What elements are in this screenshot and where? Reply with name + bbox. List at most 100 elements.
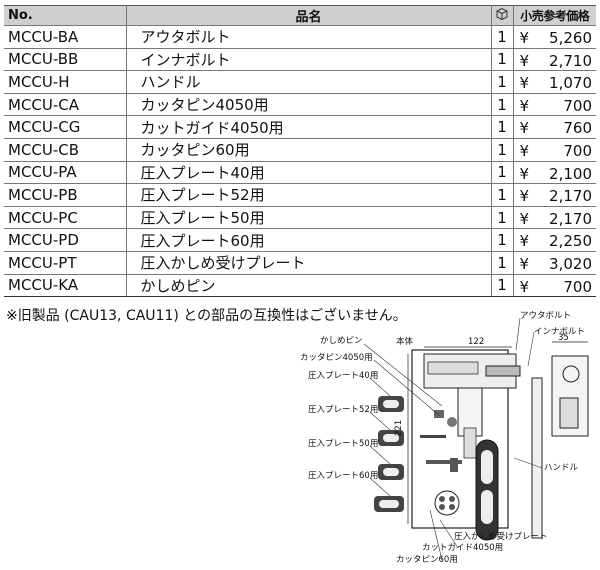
part-code: MCCU-KA: [4, 274, 127, 298]
press-plates: [374, 396, 404, 512]
currency-symbol: ¥: [519, 254, 530, 273]
part-qty: 1: [490, 48, 514, 72]
part-price: ¥700: [512, 274, 596, 298]
price-amount: 3,020: [549, 254, 592, 273]
price-amount: 2,170: [549, 209, 592, 228]
part-qty: 1: [490, 161, 514, 185]
price-amount: 2,170: [549, 187, 592, 206]
part-code: MCCU-PT: [4, 251, 127, 275]
header-price: 小売参考価格: [512, 5, 596, 26]
part-code: MCCU-PA: [4, 161, 127, 185]
dimension-lines: [407, 341, 588, 524]
part-name: ハンドル: [125, 70, 492, 94]
part-price: ¥2,170: [512, 206, 596, 230]
part-name: 圧入プレート60用: [125, 228, 492, 252]
price-amount: 1,070: [549, 74, 592, 93]
box-icon: [496, 7, 508, 21]
part-qty: 1: [490, 115, 514, 139]
label-cutter-pin-4050: カッタピン4050用: [300, 353, 373, 363]
price-amount: 700: [563, 277, 592, 296]
part-price: ¥2,710: [512, 48, 596, 72]
currency-symbol: ¥: [519, 187, 530, 206]
label-receive-plate: 圧入かしめ受けプレート: [454, 531, 548, 542]
part-qty: 1: [490, 228, 514, 252]
price-amount: 700: [563, 141, 592, 160]
part-name: カッタピン60用: [125, 138, 492, 162]
label-outer-bolt: アウタボルト: [520, 311, 571, 321]
label-width: 122: [468, 337, 484, 347]
part-code: MCCU-PB: [4, 183, 127, 207]
part-name: 圧入かしめ受けプレート: [125, 251, 492, 275]
currency-symbol: ¥: [519, 119, 530, 138]
part-code: MCCU-CA: [4, 93, 127, 117]
handle-part: [531, 377, 543, 539]
label-plate-40: 圧入プレート40用: [308, 371, 378, 381]
label-cutter-pin-60: カッタピン60用: [396, 555, 458, 565]
part-qty: 1: [490, 25, 514, 49]
part-price: ¥3,020: [512, 251, 596, 275]
parts-diagram: アウタボルト インナボルト 35 本体 122 かしめピン カッタピン4050用…: [300, 311, 589, 565]
currency-symbol: ¥: [519, 277, 530, 296]
part-name: かしめピン: [125, 274, 492, 298]
price-amount: 2,250: [549, 232, 592, 251]
price-amount: 5,260: [549, 29, 592, 47]
currency-symbol: ¥: [519, 74, 530, 93]
currency-symbol: ¥: [519, 232, 530, 251]
label-body: 本体: [396, 336, 414, 347]
part-code: MCCU-PD: [4, 228, 127, 252]
part-name: カッタピン4050用: [125, 93, 492, 117]
bolt-assembly: [485, 355, 589, 437]
compatibility-note: ※旧製品 (CAU13, CAU11) との部品の互換性はございません。: [6, 308, 407, 324]
part-code: MCCU-CG: [4, 115, 127, 139]
part-price: ¥760: [512, 115, 596, 139]
part-qty: 1: [490, 183, 514, 207]
label-kashime-pin: かしめピン: [320, 336, 363, 346]
part-code: MCCU-BB: [4, 48, 127, 72]
part-name: 圧入プレート52用: [125, 183, 492, 207]
part-qty: 1: [490, 70, 514, 94]
header-name: 品名: [125, 5, 492, 26]
part-name: 圧入プレート40用: [125, 161, 492, 185]
part-name: アウタボルト: [125, 25, 492, 49]
part-name: インナボルト: [125, 48, 492, 72]
currency-symbol: ¥: [519, 164, 530, 183]
currency-symbol: ¥: [519, 51, 530, 70]
label-handle: ハンドル: [544, 463, 579, 473]
label-plate-60: 圧入プレート60用: [308, 471, 378, 481]
part-price: ¥2,100: [512, 161, 596, 185]
part-qty: 1: [490, 274, 514, 298]
part-code: MCCU-PC: [4, 206, 127, 230]
part-code: MCCU-H: [4, 70, 127, 94]
part-price: ¥5,260: [512, 25, 596, 49]
price-amount: 2,710: [549, 51, 592, 70]
part-name: カットガイド4050用: [125, 115, 492, 139]
currency-symbol: ¥: [519, 209, 530, 228]
part-qty: 1: [490, 206, 514, 230]
leader-lines: [363, 317, 543, 561]
part-price: ¥2,250: [512, 228, 596, 252]
part-price: ¥1,070: [512, 70, 596, 94]
part-code: MCCU-CB: [4, 138, 127, 162]
part-price: ¥2,170: [512, 183, 596, 207]
price-amount: 700: [563, 96, 592, 115]
label-inner-bolt: インナボルト: [534, 327, 585, 337]
label-cut-guide: カットガイド4050用: [422, 542, 503, 553]
price-amount: 2,100: [549, 164, 592, 183]
part-code: MCCU-BA: [4, 25, 127, 49]
currency-symbol: ¥: [519, 141, 530, 160]
part-qty: 1: [490, 251, 514, 275]
price-amount: 760: [563, 119, 592, 138]
part-qty: 1: [490, 138, 514, 162]
